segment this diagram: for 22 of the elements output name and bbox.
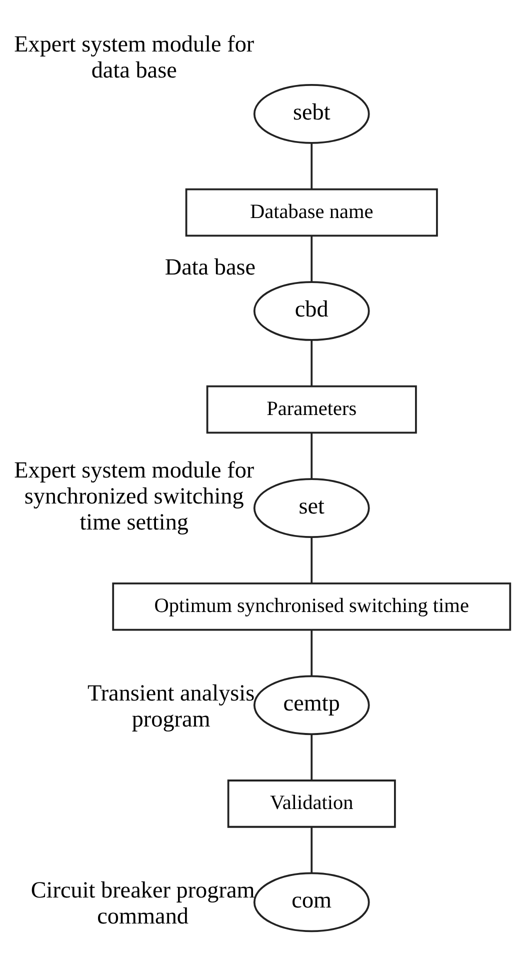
node-box: Validation	[227, 780, 396, 828]
connector	[310, 433, 313, 480]
node-ellipse: sebt	[253, 84, 370, 144]
connector	[310, 537, 313, 584]
connector	[310, 340, 313, 386]
node-label: Expert system module for data base	[14, 31, 254, 84]
node-ellipse: set	[253, 478, 370, 538]
connector	[310, 827, 313, 874]
node-ellipse: cemtp	[253, 675, 370, 736]
node-label: Transient analysis program	[88, 680, 255, 733]
node-ellipse: cbd	[253, 281, 370, 341]
node-ellipse: com	[253, 872, 370, 932]
connector	[310, 236, 313, 282]
node-label: Expert system module for synchronized switching time setting	[14, 457, 254, 536]
connector	[310, 734, 313, 780]
node-label: Data base	[164, 254, 256, 280]
node-box: Parameters	[206, 385, 417, 434]
node-label: Circuit breaker program command	[30, 878, 255, 930]
connector	[310, 143, 313, 189]
node-box: Database name	[185, 188, 438, 237]
node-box: Optimum synchronised switching time	[112, 582, 512, 631]
connector	[310, 630, 313, 676]
